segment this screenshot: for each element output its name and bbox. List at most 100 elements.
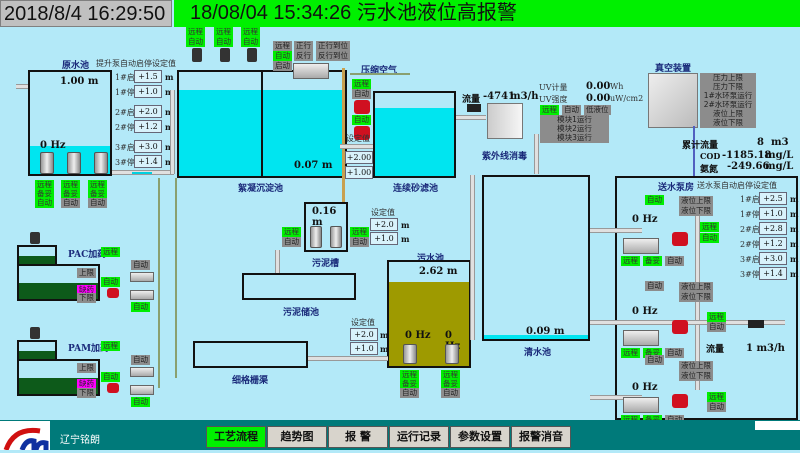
pac-pump-1[interactable]: [130, 272, 154, 282]
nav-silence-alarm[interactable]: 报警消音: [511, 426, 571, 448]
lift-pump-1[interactable]: [40, 152, 54, 174]
nav-alarm[interactable]: 报 警: [328, 426, 388, 448]
sewage-title: 污水池: [417, 254, 445, 264]
mixer-motor-3[interactable]: [247, 48, 257, 62]
supply-pump-1[interactable]: [623, 238, 659, 254]
setpoint-label: 2#停: [740, 240, 760, 249]
nav-trend[interactable]: 趋势图: [267, 426, 327, 448]
setpoint-unit: m: [790, 224, 799, 234]
check-valve-1[interactable]: [672, 232, 688, 246]
flow-arrow-icon: [132, 172, 152, 174]
sludge-pump-2[interactable]: [330, 226, 342, 248]
pam-pump-2[interactable]: [130, 385, 154, 395]
sewage-pump2-auto: 自动: [441, 388, 460, 398]
pac-pump-2[interactable]: [130, 290, 154, 300]
uv-low-level: 低液位: [584, 105, 611, 115]
company-logo: [0, 421, 50, 451]
supply-pump-2[interactable]: [623, 330, 659, 346]
nh3-label: 氨氮: [700, 165, 719, 175]
setpoint-input[interactable]: +1.4: [134, 155, 162, 168]
setpoint-input[interactable]: +1.4: [759, 267, 787, 280]
valve3-remote: 远程: [707, 392, 726, 402]
uv-unit[interactable]: [487, 103, 523, 139]
setpoint-unit: m: [165, 72, 174, 82]
tank1-lower: 液位下限: [679, 206, 713, 216]
mixer2-remote: 远程: [214, 27, 233, 37]
ime-toolbar[interactable]: [755, 421, 800, 430]
sewage-level: 2.62 m: [419, 266, 458, 277]
sp2-auto: 自动: [665, 348, 684, 358]
sludge-pump-1[interactable]: [310, 226, 322, 248]
check-valve-2[interactable]: [672, 320, 688, 334]
air-valve-2[interactable]: [354, 126, 370, 140]
sewage-pump1-ready: 备妥: [400, 379, 419, 389]
sewage-pump-2[interactable]: [445, 344, 459, 364]
setpoint-input[interactable]: +1.0: [134, 85, 162, 98]
sludge-setpoint-low[interactable]: +1.0: [370, 232, 398, 245]
setpoint-input[interactable]: +2.5: [759, 192, 787, 205]
vacuum-pump2-run: 2#水环泵运行: [700, 100, 756, 110]
pump2-freq: 0 Hz: [632, 306, 658, 317]
sludge-sp-unit-1: m: [401, 220, 410, 230]
setpoint-input[interactable]: +3.0: [759, 252, 787, 265]
setpoint-label: 2#启: [740, 225, 760, 234]
setpoint-input[interactable]: +3.0: [134, 140, 162, 153]
air-valve-1[interactable]: [354, 100, 370, 114]
supply-pump-3[interactable]: [623, 397, 659, 413]
pam-remote: 远程: [101, 341, 120, 351]
raw-pool-setpoint-title: 提升泵自动启停设定值: [96, 59, 176, 68]
company-name: 辽宁铭朗: [60, 435, 100, 446]
scraper-remote: 远程: [273, 41, 292, 51]
sewage-pump-1[interactable]: [403, 344, 417, 364]
setpoint-input[interactable]: +2.0: [134, 105, 162, 118]
setpoint-input[interactable]: +1.5: [134, 70, 162, 83]
pam-pump2-auto: 自动: [131, 397, 150, 407]
vacuum-unit[interactable]: [648, 73, 698, 128]
sludge-pump2-auto: 自动: [350, 237, 369, 247]
mixer-motor-2[interactable]: [220, 48, 230, 62]
nav-process-flow[interactable]: 工艺流程: [206, 426, 266, 448]
sewage-setpoint-high[interactable]: +2.0: [350, 328, 378, 341]
pac-line: [158, 178, 160, 388]
setpoint-unit: m: [790, 239, 799, 249]
screen-to-sewage-pipe: [298, 356, 388, 361]
sludge-setpoint-high[interactable]: +2.0: [370, 218, 398, 231]
setpoint-label: 1#启: [740, 195, 760, 204]
pac-mixer-icon: [30, 232, 40, 244]
uv-dose-unit: Wh: [610, 82, 624, 91]
filter-setpoint-high[interactable]: +2.00: [345, 151, 373, 164]
pam-valve[interactable]: [107, 383, 119, 393]
scraper-pump[interactable]: [293, 63, 329, 79]
valve2-auto: 自动: [707, 322, 726, 332]
sludge-tank-title: 污泥槽: [312, 259, 340, 269]
vacuum-pump1-run: 1#水环泵运行: [700, 91, 756, 101]
sewage-pump2-remote: 远程: [441, 370, 460, 380]
pam-mixer-icon: [30, 327, 40, 339]
coag-tank: 0.07 m: [177, 70, 347, 178]
filter-setpoint-low[interactable]: +1.00: [345, 166, 373, 179]
air-valve1-remote: 远程: [352, 79, 371, 89]
clear-pool-tank: 0.09 m: [482, 175, 590, 341]
scraper-forward: 正行: [294, 41, 313, 51]
setpoint-input[interactable]: +1.2: [759, 237, 787, 250]
raw-pool-level: 1.00 m: [60, 76, 99, 87]
mixer-motor-1[interactable]: [192, 48, 202, 62]
nav-parameters[interactable]: 参数设置: [450, 426, 510, 448]
cum-flow-unit: m3: [771, 137, 789, 148]
sewage-setpoint-low[interactable]: +1.0: [350, 342, 378, 355]
lift-pump-3[interactable]: [94, 152, 108, 174]
pump3-auto: 自动: [88, 198, 107, 208]
tank1-upper: 液位上限: [679, 196, 713, 206]
setpoint-input[interactable]: +2.8: [759, 222, 787, 235]
sp1-ready: 备妥: [643, 256, 662, 266]
setpoint-input[interactable]: +1.0: [759, 207, 787, 220]
tank3-upper: 液位上限: [679, 361, 713, 371]
lift-pump-2[interactable]: [67, 152, 81, 174]
nav-run-log[interactable]: 运行记录: [389, 426, 449, 448]
sewage-sp-unit-1: m: [380, 330, 389, 340]
pac-valve[interactable]: [107, 288, 119, 298]
setpoint-input[interactable]: +1.2: [134, 120, 162, 133]
check-valve-3[interactable]: [672, 394, 688, 408]
pam-pump-1[interactable]: [130, 367, 154, 377]
pump2-ready: 备妥: [61, 189, 80, 199]
